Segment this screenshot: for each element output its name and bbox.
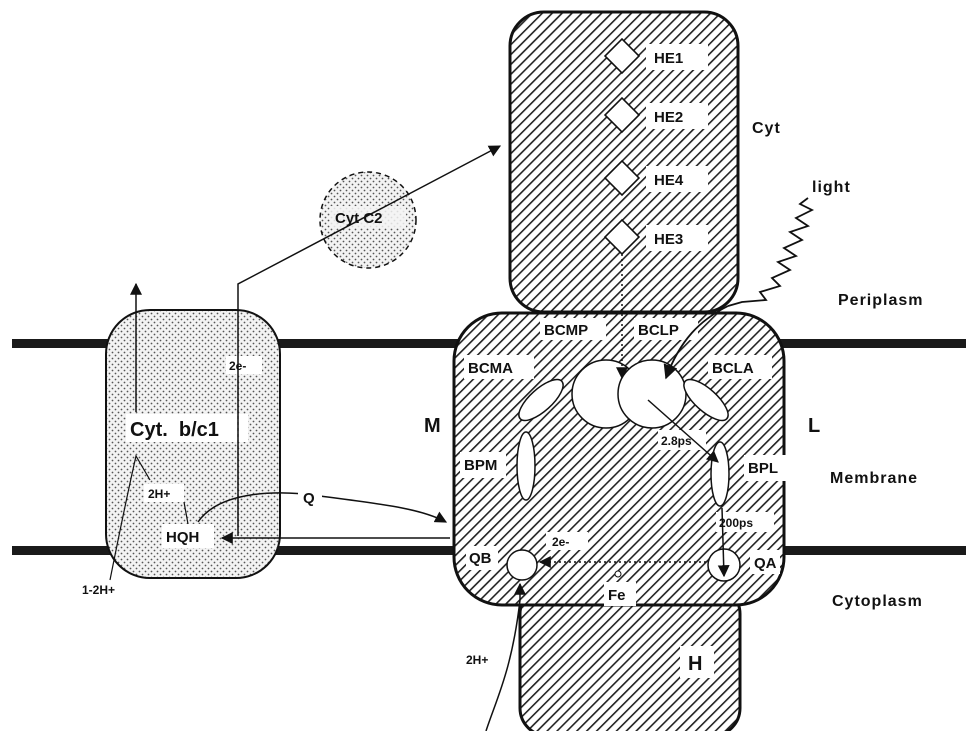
- quinone-label: Q: [303, 490, 315, 507]
- h-subunit-label: H: [688, 653, 702, 675]
- light-ray: [728, 198, 812, 306]
- released-protons-label: 1-2H+: [82, 583, 115, 597]
- hqh-label: HQH: [166, 529, 199, 546]
- heme-label: HE4: [654, 172, 684, 189]
- fe-atom: [615, 571, 621, 577]
- bpm-label: BPM: [464, 457, 497, 474]
- bc1-protons-label: 2H+: [148, 487, 170, 501]
- l-side-label: L: [808, 415, 820, 437]
- proton-uptake-line: [486, 600, 520, 731]
- membrane-label: Membrane: [830, 470, 918, 487]
- time-200ps-label: 200ps: [719, 516, 753, 530]
- bcma-label: BCMA: [468, 360, 513, 377]
- m-side-label: M: [424, 415, 441, 437]
- heme-label: HE2: [654, 109, 683, 126]
- qa-label: QA: [754, 555, 777, 572]
- uptake-protons-label: 2H+: [466, 653, 488, 667]
- rc-electron-label: 2e-: [552, 535, 569, 549]
- special-pair-l: [618, 360, 686, 428]
- cyt-label: Cyt: [752, 120, 781, 137]
- heme-label: HE1: [654, 50, 683, 67]
- qb-circle: [507, 550, 537, 580]
- bcla-label: BCLA: [712, 360, 754, 377]
- bpl-label: BPL: [748, 460, 778, 477]
- bc1-label: Cyt. b/c1: [130, 419, 219, 441]
- bpm-ellipse: [517, 432, 535, 500]
- fe-label: Fe: [608, 587, 626, 604]
- light-label: light: [812, 179, 851, 196]
- heme-label: HE3: [654, 231, 683, 248]
- bclp-label: BCLP: [638, 322, 679, 339]
- periplasm-label: Periplasm: [838, 292, 923, 309]
- cyt-c2-label: Cyt C2: [335, 210, 383, 227]
- cytoplasm-label: Cytoplasm: [832, 593, 923, 610]
- bcmp-label: BCMP: [544, 322, 588, 339]
- qb-label: QB: [469, 550, 492, 567]
- time-2-8ps-label: 2.8ps: [661, 434, 692, 448]
- bpl-ellipse: [711, 442, 729, 506]
